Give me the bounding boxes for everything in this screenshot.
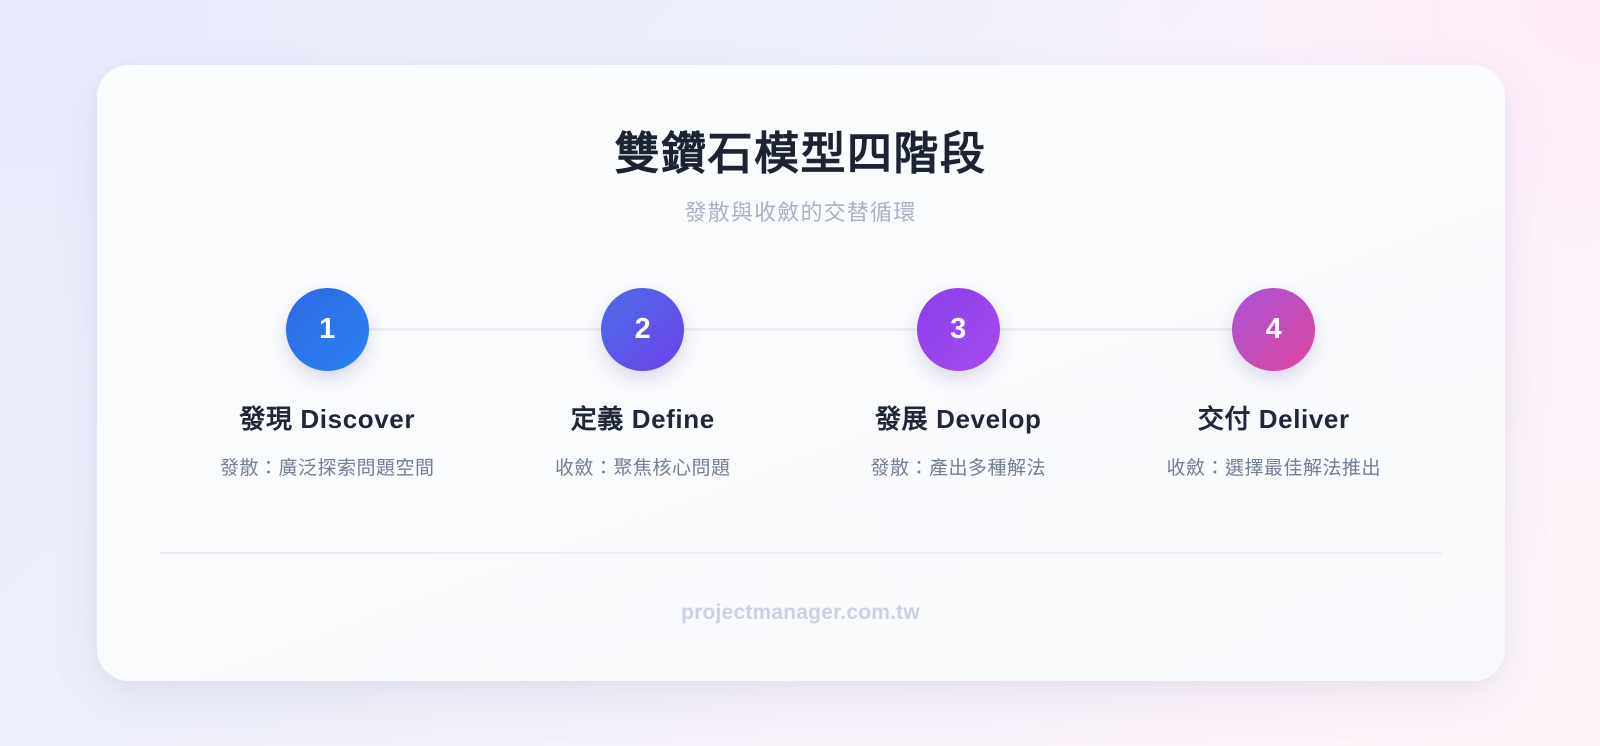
step-title-2: 定義 Define: [570, 403, 715, 434]
step-description-2: 收斂：聚焦核心問題: [554, 457, 731, 479]
card-footer: projectmanager.com.tw: [137, 552, 1465, 681]
step-number-badge-3: 3: [916, 287, 1000, 371]
step-item-1[interactable]: 1 發現 Discover 發散：廣泛探索問題空間: [170, 287, 486, 480]
step-title-4: 交付 Deliver: [1197, 403, 1350, 434]
step-item-4[interactable]: 4 交付 Deliver 收斂：選擇最佳解法推出: [1116, 287, 1432, 480]
footer-site-label: projectmanager.com.tw: [681, 601, 920, 624]
step-item-3[interactable]: 3 發展 Develop 發散：產出多種解法: [801, 287, 1117, 480]
steps-list: 1 發現 Discover 發散：廣泛探索問題空間 2 定義 Define 收斂…: [170, 287, 1432, 480]
page-title: 雙鑽石模型四階段: [614, 128, 987, 179]
step-number-2: 2: [634, 312, 651, 345]
step-number-badge-1: 1: [285, 287, 369, 371]
page-subtitle: 發散與收斂的交替循環: [684, 200, 917, 226]
infographic-card: 雙鑽石模型四階段 發散與收斂的交替循環 1 發現 Discover 發散：廣泛探…: [96, 65, 1505, 681]
card-header: 雙鑽石模型四階段 發散與收斂的交替循環: [137, 65, 1465, 228]
step-description-1: 發散：廣泛探索問題空間: [219, 457, 435, 479]
step-connector-line: [309, 327, 1292, 331]
step-number-badge-4: 4: [1232, 287, 1316, 371]
step-number-4: 4: [1265, 312, 1282, 345]
step-description-4: 收斂：選擇最佳解法推出: [1166, 457, 1381, 479]
step-title-1: 發現 Discover: [239, 403, 416, 434]
footer-divider: [159, 552, 1442, 554]
step-number-1: 1: [319, 312, 336, 345]
step-item-2[interactable]: 2 定義 Define 收斂：聚焦核心問題: [485, 287, 801, 480]
step-title-3: 發展 Develop: [875, 403, 1042, 434]
step-number-badge-2: 2: [601, 287, 685, 371]
step-number-3: 3: [950, 312, 967, 345]
step-description-3: 發散：產出多種解法: [870, 457, 1046, 479]
steps-section: 1 發現 Discover 發散：廣泛探索問題空間 2 定義 Define 收斂…: [137, 287, 1465, 480]
